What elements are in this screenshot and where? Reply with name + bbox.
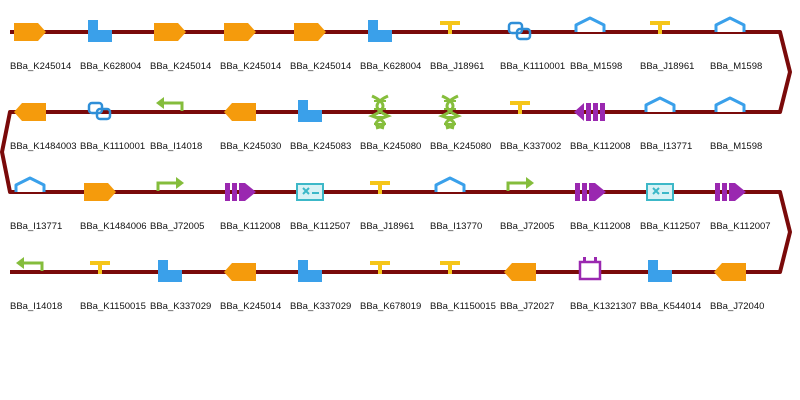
part-glyph-terminator [510, 101, 530, 114]
part-glyph-protease-site [714, 96, 746, 112]
part-label: BBa_K112008 [570, 141, 631, 152]
part-label: BBa_K112507 [290, 221, 351, 232]
part-label: BBa_M1598 [710, 61, 763, 72]
part-glyph-terminator [90, 261, 110, 274]
part-glyph-terminator [370, 261, 390, 274]
part-glyph-protease-site [644, 96, 676, 112]
part-label: BBa_K112507 [640, 221, 701, 232]
part-glyph-stop [225, 183, 256, 201]
part-glyph-protease-site [434, 176, 466, 192]
part-label: BBa_K245014 [220, 301, 282, 312]
part-glyph-cds [14, 23, 46, 41]
part-glyph-protease-site [714, 16, 746, 32]
part-glyph-operator [578, 257, 602, 281]
backbone-line [0, 30, 792, 274]
part-label: BBa_J18961 [640, 61, 695, 72]
part-label: BBa_K678019 [360, 301, 422, 312]
part-glyph-stop [575, 183, 606, 201]
part-label: BBa_K628004 [360, 61, 422, 72]
part-label: BBa_K245080 [430, 141, 492, 152]
part-label: BBa_I13770 [430, 221, 483, 232]
part-label: BBa_K245014 [10, 61, 72, 72]
part-label: BBa_K245083 [290, 141, 352, 152]
part-label: BBa_K1110001 [80, 141, 146, 152]
part-label: BBa_K1150015 [430, 301, 496, 312]
part-label: BBa_J72040 [710, 301, 765, 312]
part-glyph-rbs [158, 260, 182, 282]
part-label: BBa_J72027 [500, 301, 555, 312]
part-label: BBa_M1598 [710, 141, 763, 152]
part-glyph-signal [646, 183, 674, 201]
part-label: BBa_K544014 [640, 301, 702, 312]
part-glyph-terminator [440, 21, 460, 34]
part-glyph-cds [224, 263, 256, 281]
part-glyph-cds [14, 103, 46, 121]
part-label: BBa_K1484006 [80, 221, 147, 232]
part-glyph-cds [714, 263, 746, 281]
part-glyph-cds [224, 23, 256, 41]
part-label: BBa_K245030 [220, 141, 282, 152]
part-label: BBa_J72005 [150, 221, 205, 232]
part-glyph-cds [504, 263, 536, 281]
part-glyph-rbs [298, 260, 322, 282]
part-glyph-signal [296, 183, 324, 201]
part-label: BBa_I13771 [640, 141, 693, 152]
part-label: BBa_K628004 [80, 61, 142, 72]
part-label: BBa_J18961 [360, 221, 415, 232]
part-label: BBa_K1110001 [500, 61, 566, 72]
part-label: BBa_K337029 [150, 301, 212, 312]
part-glyph-primer-site [507, 21, 532, 41]
part-label: BBa_K112007 [710, 221, 771, 232]
part-label: BBa_M1598 [570, 61, 623, 72]
part-glyph-promoter [156, 97, 184, 111]
part-label: BBa_K112008 [220, 221, 281, 232]
part-label: BBa_K245014 [150, 61, 212, 72]
part-glyph-terminator [370, 181, 390, 194]
part-glyph-cds [294, 23, 326, 41]
part-label: BBa_K245080 [360, 141, 422, 152]
part-label: BBa_I14018 [150, 141, 203, 152]
part-glyph-insulator [438, 94, 462, 130]
part-glyph-terminator [440, 261, 460, 274]
part-glyph-promoter [506, 177, 534, 191]
part-label: BBa_K112008 [570, 221, 631, 232]
part-glyph-stop [715, 183, 746, 201]
part-glyph-rbs [368, 20, 392, 42]
part-label: BBa_I14018 [10, 301, 63, 312]
part-label: BBa_K337002 [500, 141, 562, 152]
part-label: BBa_J18961 [430, 61, 485, 72]
part-glyph-stop [574, 103, 605, 121]
part-label: BBa_J72005 [500, 221, 555, 232]
part-glyph-promoter [16, 257, 44, 271]
part-glyph-protease-site [574, 16, 606, 32]
part-glyph-terminator [650, 21, 670, 34]
part-glyph-cds [154, 23, 186, 41]
part-glyph-cds [224, 103, 256, 121]
part-glyph-rbs [648, 260, 672, 282]
part-glyph-insulator [368, 94, 392, 130]
part-label: BBa_K245014 [220, 61, 282, 72]
part-glyph-promoter [156, 177, 184, 191]
part-glyph-protease-site [14, 176, 46, 192]
part-glyph-rbs [88, 20, 112, 42]
part-glyph-primer-site [87, 101, 112, 121]
part-label: BBa_I13771 [10, 221, 63, 232]
part-label: BBa_K337029 [290, 301, 352, 312]
part-glyph-cds [84, 183, 116, 201]
part-label: BBa_K1150015 [80, 301, 146, 312]
part-glyph-rbs [298, 100, 322, 122]
part-label: BBa_K1484003 [10, 141, 77, 152]
part-label: BBa_K1321307 [570, 301, 637, 312]
part-label: BBa_K245014 [290, 61, 352, 72]
